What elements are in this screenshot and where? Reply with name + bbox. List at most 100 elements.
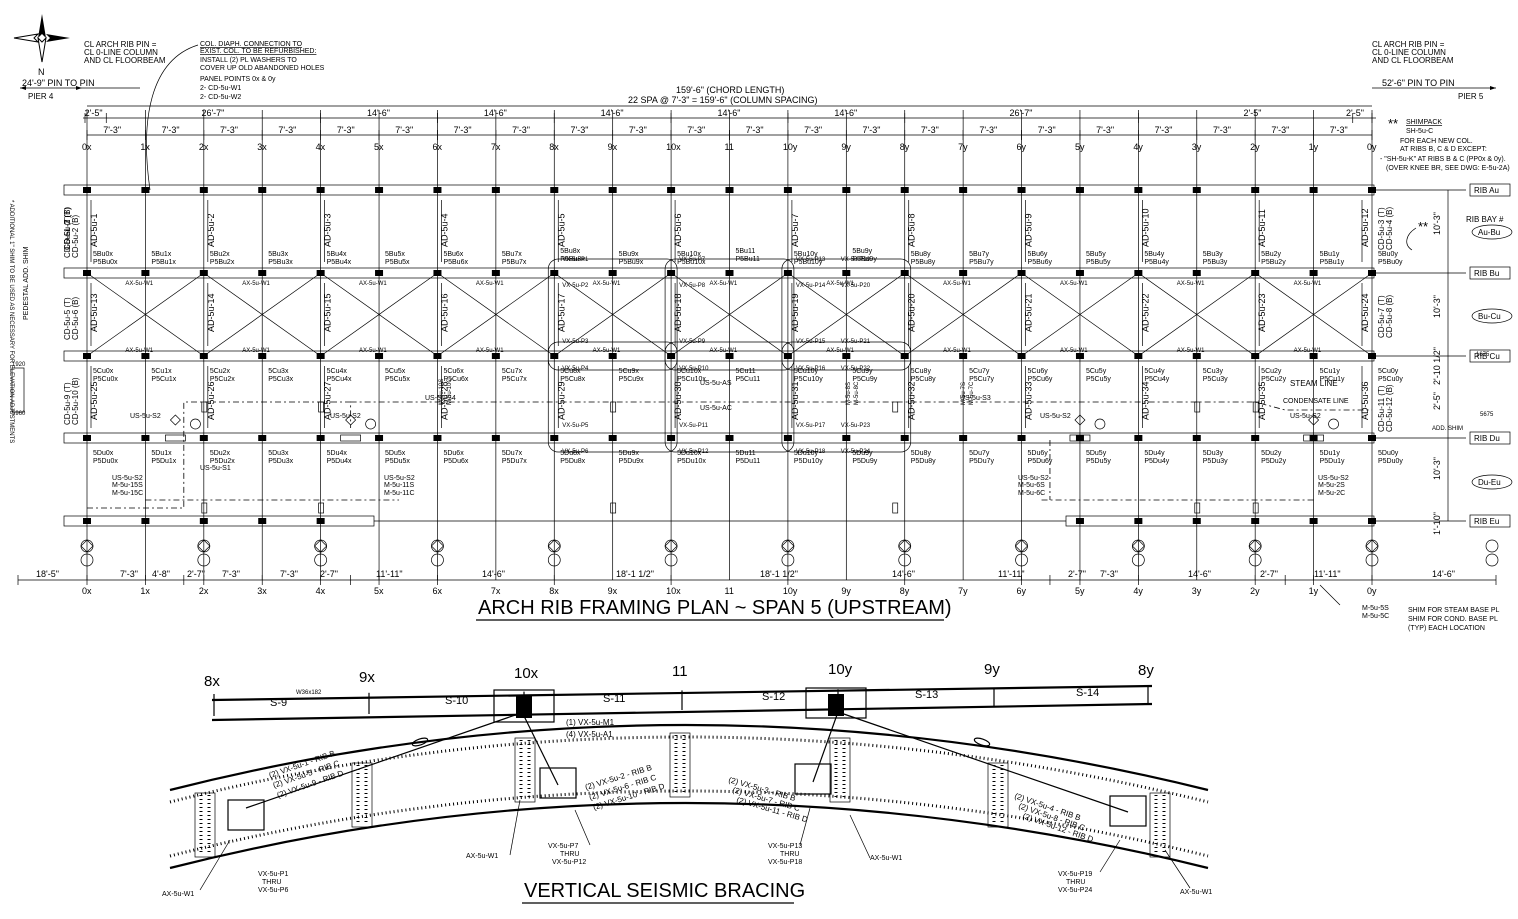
shim-label-d: P5Du3y [1203, 458, 1228, 465]
shim-label-c: P5Cu6x [443, 376, 468, 383]
column-marker [1309, 353, 1318, 359]
cd-member-label: CD-5u-1 (T) [63, 215, 72, 258]
svg-text:COL. DIAPH. CONNECTION TO: COL. DIAPH. CONNECTION TO [200, 41, 303, 48]
dim-bottom-label: 7'-3" [280, 569, 298, 579]
panel-point-label-bottom: 4y [1133, 586, 1143, 596]
pedestal-icon [431, 553, 444, 567]
us-label: US-5u-S2 [1040, 413, 1071, 420]
shim-label-c: 5Cu7x [502, 368, 523, 375]
svg-text:EXIST. COL. TO BE REFURBISHED:: EXIST. COL. TO BE REFURBISHED: [200, 48, 316, 55]
rib-label: RIB Au [1474, 186, 1499, 195]
north-label: N [38, 67, 45, 77]
cd-member-label: CD-5u-6 (B) [71, 297, 80, 340]
shim-label-c: P5Cu9y [852, 376, 877, 383]
cond-shim [892, 502, 899, 514]
ax-label: AX-5u-W1 [710, 281, 738, 287]
column-marker [375, 435, 384, 441]
shim-label-c: 5Cu6y [1028, 368, 1049, 375]
pedestal-icon [898, 553, 912, 567]
shim-label-c: P5Cu8y [911, 376, 936, 383]
panel-point-label-bottom: 7y [958, 586, 968, 596]
shim-label-c: 5Cu0y [1378, 368, 1399, 375]
column-marker [141, 435, 150, 441]
svg-text:PIER 5: PIER 5 [1458, 92, 1484, 101]
ax-label: AX-5u-W1 [359, 348, 387, 354]
shim-label-d: 5Du1y [1320, 450, 1341, 457]
left-pier-dimension: 24'-9" PIN TO PIN PIER 4 [20, 78, 140, 101]
dim-bottom-label: 2'-7" [187, 569, 205, 579]
ad-member-label: AD-5u-31 [790, 381, 800, 420]
shim-label-d: P5Du1y [1320, 458, 1345, 465]
ax-brace [1138, 272, 1256, 357]
shim-label-b: P5Bu10y [794, 259, 823, 266]
column-marker [141, 518, 150, 524]
shim-label-c: P5Cu5y [1086, 376, 1111, 383]
us-label: US-5u-S2 [384, 475, 415, 482]
turnbuckle-icon [411, 737, 429, 747]
cd-member-label: CD-5u-5 (T) [63, 297, 72, 340]
bracing-panel-point: 8y [1138, 662, 1154, 679]
shim-label-d: 5Du4x [327, 450, 348, 457]
svg-text:AND CL FLOORBEAM: AND CL FLOORBEAM [1372, 56, 1454, 65]
dim-bottom-label: 11'-11" [376, 569, 403, 579]
column-marker [83, 435, 91, 441]
us-label: US-5u-S3 [960, 395, 991, 402]
vx-plan-label: VX-5u-P18 [796, 449, 826, 455]
pedestal-icon [1015, 539, 1029, 553]
callout-label: THRU [262, 879, 281, 886]
ad-member-label: AD-5u-18 [673, 293, 683, 332]
rib-label: RIB Eu [1474, 517, 1499, 526]
m-label: M-5u-2C [1318, 490, 1345, 497]
vx-plan-label: VX-5u-P1 [562, 257, 589, 263]
svg-text:- "SH-5u-K" AT RIBS B & C (PP0: - "SH-5u-K" AT RIBS B & C (PP0x & 0y). [1380, 156, 1506, 163]
panel-point-label-bottom: 9y [841, 586, 851, 596]
cd-member-label: CD-5u-12 (B) [1385, 384, 1394, 432]
ax-brace [1254, 272, 1373, 357]
dim-panel-label: 7'-3" [921, 125, 939, 135]
ax-label: AX-5u-W1 [943, 281, 971, 287]
steam-line [350, 401, 1372, 411]
vx-plan-label: VX-5u-P22 [841, 366, 871, 372]
vx-plan-label: VX-5u-P23 [841, 423, 871, 429]
right-pier-dimension: 52'-6" PIN TO PIN PIER 5 [1372, 78, 1496, 101]
dim-panel-label: 7'-3" [1271, 125, 1289, 135]
shim-label-b: P5Bu5x [385, 259, 410, 266]
cond-shim [610, 502, 617, 514]
ax-label: AX-5u-W1 [476, 348, 504, 354]
dim-panel-label: 7'-3" [629, 125, 647, 135]
shim-label-d: 5Du7y [969, 450, 990, 457]
vx-plan-label: VX-5u-P6 [562, 449, 589, 455]
ax-label: AX-5u-W1 [359, 281, 387, 287]
shim-label-b: P5Bu6y [1028, 259, 1053, 266]
ax-label: AX-5u-W1 [1294, 348, 1322, 354]
pedestal-icon [430, 539, 444, 553]
rib-bay-tag [1471, 308, 1513, 324]
arch-splice-plate [351, 762, 373, 828]
ax-brace [320, 272, 438, 357]
ad-member-label: AD-5u-17 [556, 293, 566, 332]
column-marker [258, 518, 267, 524]
column-marker [1134, 187, 1143, 193]
shim-label-c: 5Cu5x [385, 368, 406, 375]
shim-label-b: P5Bu8x [560, 256, 585, 263]
ad-member-label: AD-5u-8 [907, 213, 917, 247]
column-marker [667, 187, 676, 193]
dim-bottom-label: 14'-6" [1432, 569, 1455, 579]
svg-text:AND CL FLOORBEAM: AND CL FLOORBEAM [84, 56, 166, 65]
column-marker [959, 435, 968, 441]
panel-point-label-bottom: 6y [1017, 586, 1027, 596]
brace-gusset [1109, 795, 1147, 827]
dim-panel-label: 7'-3" [278, 125, 296, 135]
diagonal-brace [523, 715, 559, 786]
dim-top-label: 26'-7" [201, 108, 224, 118]
shim-label-d: 5Du0x [93, 450, 114, 457]
dim-panel-label: 7'-3" [746, 125, 764, 135]
shim-label-d: P5Du8y [911, 458, 936, 465]
ad-member-label: AD-5u-11 [1257, 209, 1267, 247]
shim-label-b: 5Bu6x [443, 251, 463, 258]
column-marker [375, 270, 384, 276]
rib-tag [1469, 431, 1511, 445]
shim-label-c: 5Cu8x [560, 368, 581, 375]
shim-label-d: P5Du2y [1261, 458, 1286, 465]
column-marker [959, 353, 968, 359]
